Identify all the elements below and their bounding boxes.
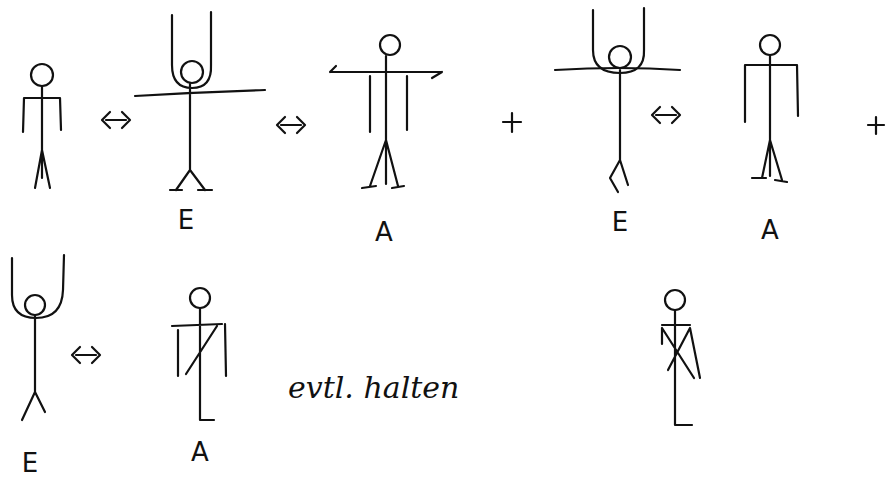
stick-figure bbox=[330, 35, 442, 188]
stick-figure bbox=[662, 290, 700, 425]
plus-sign bbox=[503, 113, 521, 132]
stick-figure bbox=[172, 288, 226, 420]
stick-figure bbox=[745, 35, 798, 182]
stick-figure bbox=[135, 12, 265, 190]
stick-figure bbox=[23, 64, 61, 188]
pose-label: A bbox=[375, 219, 393, 245]
swap-arrow bbox=[652, 107, 680, 123]
stick-figure bbox=[555, 8, 680, 192]
plus-sign bbox=[868, 117, 884, 134]
swap-arrow bbox=[72, 347, 100, 363]
pose-label: A bbox=[191, 439, 209, 465]
swap-arrow bbox=[277, 117, 305, 133]
pose-label: E bbox=[22, 450, 38, 476]
stick-figure bbox=[12, 255, 64, 420]
pose-label: E bbox=[612, 209, 628, 235]
handwritten-note: evtl. halten bbox=[288, 373, 459, 403]
pose-label: E bbox=[178, 207, 194, 233]
pose-label: A bbox=[761, 217, 779, 243]
swap-arrow bbox=[102, 112, 130, 128]
